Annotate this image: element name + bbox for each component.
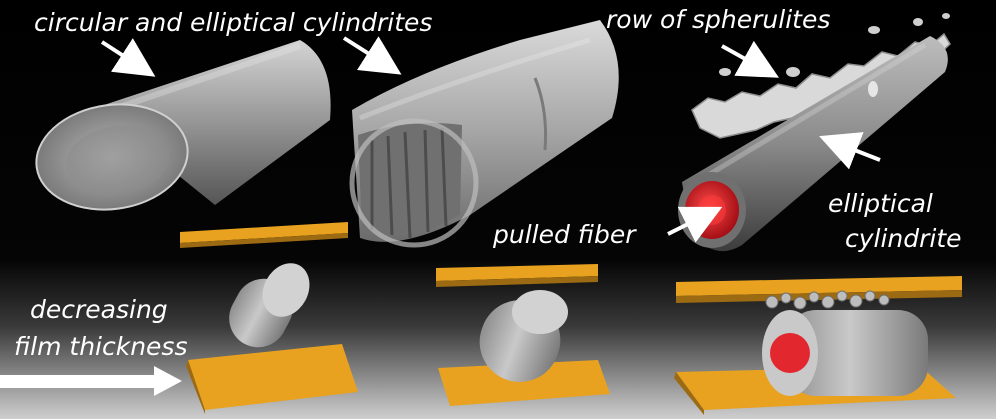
thickness-arrow (0, 366, 182, 396)
label-row-spherulites: row of spherulites (606, 5, 830, 34)
label-film-thickness: film thickness (14, 332, 188, 361)
elliptical-cylindrite-with-fiber (678, 36, 948, 252)
label-cylindrite: cylindrite (845, 224, 962, 253)
spherulite-beads (765, 290, 890, 310)
schematic-1 (186, 263, 358, 414)
top-plate-1 (180, 222, 348, 248)
schematic-2 (436, 264, 610, 406)
circular-cylindrite (35, 40, 331, 211)
elliptical-cylindrite (349, 20, 619, 248)
label-pulled-fiber: pulled fiber (492, 220, 637, 249)
arrow-icon (100, 36, 881, 243)
label-circular-elliptical: circular and elliptical cylindrites (34, 8, 432, 37)
label-decreasing: decreasing (30, 295, 168, 324)
schematic-3 (674, 276, 962, 415)
label-elliptical: elliptical (828, 189, 933, 218)
